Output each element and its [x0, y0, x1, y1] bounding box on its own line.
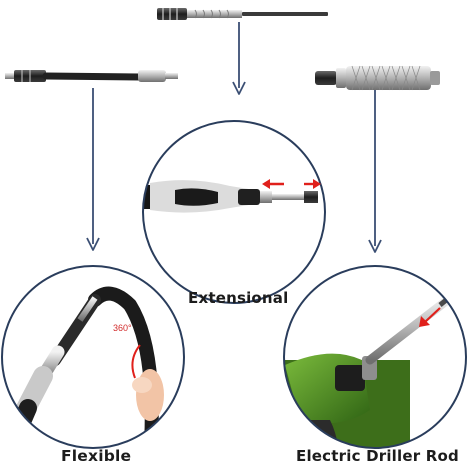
arrow-down-icon [368, 90, 382, 253]
extension-bar-icon [157, 8, 328, 20]
extensional-photo [142, 120, 326, 304]
insert-arrow-icon [419, 307, 441, 327]
extensional-caption: Extensional [188, 289, 289, 307]
driller-caption: Electric Driller Rod [296, 447, 459, 465]
rotation-arrow-icon [131, 344, 141, 379]
arrow-down-icon [232, 22, 246, 95]
rotation-label: 360° [113, 323, 132, 333]
flexible-caption: Flexible [61, 447, 132, 465]
extend-arrows-icon [262, 179, 321, 189]
driller-photo [283, 265, 467, 449]
arrow-down-icon [86, 88, 100, 251]
bit-holder-icon [315, 65, 440, 91]
flexible-shaft-icon [5, 70, 178, 82]
flexible-photo: 360° [1, 265, 185, 449]
